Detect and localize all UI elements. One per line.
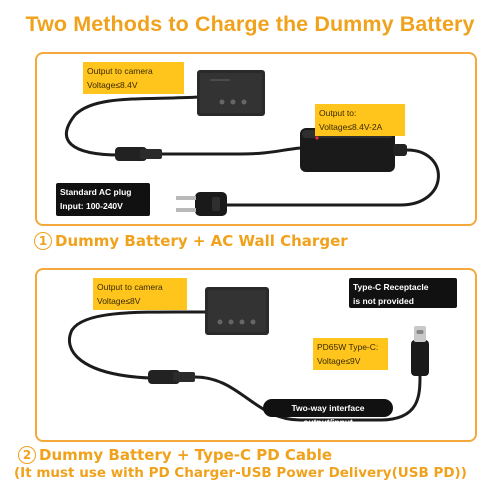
dummy-battery-cable <box>64 95 201 157</box>
type-c-receptacle-tag-line2: is not provided <box>353 296 414 306</box>
output-to-camera-tag-1-line2: Voltage≤8.4V <box>87 80 138 90</box>
barrel-connector-1 <box>115 146 301 161</box>
method-2-number: 2 <box>18 446 36 464</box>
two-way-interface-tag: Two-way interface output/input <box>263 399 393 427</box>
type-c-receptacle-tag: Type-C Receptacle is not provided <box>349 278 457 308</box>
output-to-camera-tag-2-line1: Output to camera <box>97 282 163 292</box>
charger-output-tag-line2: Voltage≤8.4V-2A <box>319 122 383 132</box>
pd-type-c-tag: PD65W Type-C: Voltage≤9V <box>313 338 388 370</box>
output-to-camera-tag-2-line2: Voltage≤8V <box>97 296 141 306</box>
output-to-camera-tag-1: Output to camera Voltage≤8.4V <box>83 62 184 94</box>
pd-type-c-tag-line1: PD65W Type-C: <box>317 342 379 352</box>
ac-wall-plug <box>176 192 227 216</box>
barrel-connector-2 <box>148 370 195 384</box>
ac-plug-tag: Standard AC plug Input: 100-240V <box>56 183 150 216</box>
ac-power-cord <box>225 148 440 207</box>
output-to-camera-tag-2: Output to camera Voltage≤8V <box>93 278 187 310</box>
charger-output-tag-line1: Output to: <box>319 108 357 118</box>
dummy-battery-1 <box>197 70 265 116</box>
method-2-note: (It must use with PD Charger-USB Power D… <box>14 465 467 481</box>
method-1-number: 1 <box>34 232 52 250</box>
dummy-battery-cable-2 <box>67 310 206 380</box>
ac-plug-tag-line1: Standard AC plug <box>60 187 132 197</box>
type-c-receptacle-tag-line1: Type-C Receptacle <box>353 282 429 292</box>
charger-output-tag: Output to: Voltage≤8.4V-2A <box>315 104 405 136</box>
type-c-connector <box>411 326 429 376</box>
dummy-battery-2 <box>205 287 269 335</box>
pd-type-c-tag-line2: Voltage≤9V <box>317 356 361 366</box>
type-c-cable <box>194 374 422 422</box>
page-title: Two Methods to Charge the Dummy Battery <box>25 12 475 36</box>
method-2-caption-text: Dummy Battery + Type-C PD Cable <box>39 446 333 464</box>
ac-plug-tag-line2: Input: 100-240V <box>60 201 123 211</box>
method-1-caption-text: Dummy Battery + AC Wall Charger <box>55 232 348 250</box>
output-to-camera-tag-1-line1: Output to camera <box>87 66 153 76</box>
